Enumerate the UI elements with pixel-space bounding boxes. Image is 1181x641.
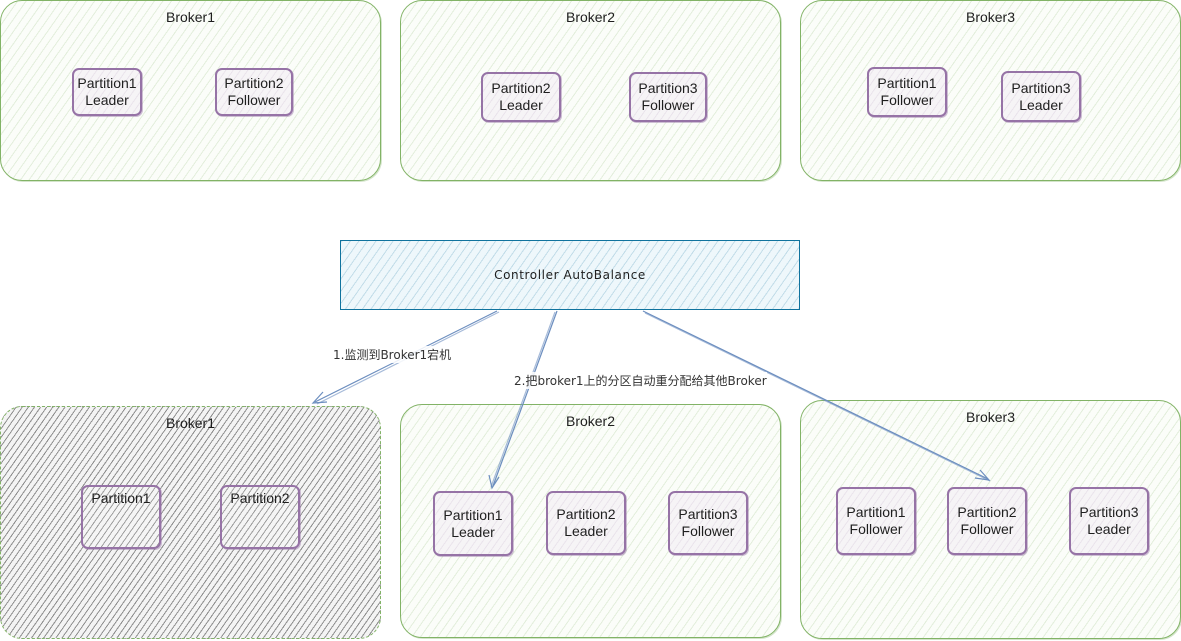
partition-box: Partition3 Leader — [1001, 71, 1081, 122]
partition-name: Partition1 — [443, 506, 503, 523]
broker-title: Broker2 — [565, 9, 616, 25]
partition-role: Leader — [499, 97, 543, 113]
arrowhead — [974, 469, 991, 481]
broker-title: Broker1 — [165, 9, 216, 25]
partition-role: Follower — [641, 97, 695, 113]
controller-autobalance: Controller AutoBalance — [340, 240, 800, 310]
partition-name: Partition2 — [230, 490, 290, 506]
partition-role: Leader — [564, 523, 608, 539]
edge-reassign-broker3 — [642, 310, 989, 480]
partition-role: Follower — [880, 92, 934, 108]
broker1-failed: Broker1 Partition1 Partition2 — [0, 406, 381, 639]
partition-role: Leader — [1087, 521, 1131, 537]
partition-name: Partition3 — [1079, 504, 1139, 520]
broker-title: Broker3 — [965, 9, 1016, 25]
broker3-bottom: Broker3 Partition1 Follower Partition2 F… — [800, 400, 1181, 639]
partition-name: Partition3 — [678, 506, 738, 522]
broker-title: Broker1 — [165, 415, 216, 431]
edge-label-monitor: 1.监测到Broker1宕机 — [333, 346, 452, 363]
broker1-top: Broker1 Partition1 Leader Partition2 Fol… — [0, 0, 381, 181]
partition-name: Partition2 — [224, 75, 284, 91]
partition-role: Leader — [451, 523, 495, 540]
partition-box: Partition1 Leader — [433, 491, 513, 556]
edge-reassign-broker2 — [492, 310, 558, 487]
arrowhead — [311, 391, 328, 404]
partition-name: Partition3 — [1011, 79, 1071, 96]
broker3-top: Broker3 Partition1 Follower Partition3 L… — [800, 0, 1181, 181]
partition-box: Partition2 Leader — [546, 491, 626, 555]
partition-box: Partition2 — [220, 485, 300, 549]
broker-title: Broker2 — [565, 413, 616, 429]
partition-box: Partition1 Follower — [836, 487, 916, 555]
partition-box: Partition1 Leader — [72, 68, 142, 116]
partition-name: Partition2 — [556, 506, 616, 522]
partition-box: Partition3 Follower — [668, 491, 748, 555]
partition-name: Partition2 — [491, 80, 551, 96]
edge-reassign-broker3-sketch — [644, 312, 991, 482]
partition-role: Follower — [849, 521, 903, 537]
partition-box: Partition2 Follower — [947, 487, 1027, 555]
partition-box: Partition2 Follower — [215, 68, 293, 116]
arrowhead — [488, 474, 500, 490]
partition-box: Partition1 — [81, 485, 161, 549]
partition-box: Partition1 Follower — [867, 67, 947, 117]
partition-name: Partition1 — [846, 504, 906, 520]
partition-box: Partition3 Leader — [1069, 487, 1149, 555]
partition-name: Partition1 — [877, 75, 937, 91]
partition-box: Partition2 Leader — [481, 72, 561, 122]
partition-name: Partition1 — [91, 490, 151, 506]
partition-role: Follower — [227, 92, 281, 108]
controller-label: Controller AutoBalance — [494, 268, 646, 282]
partition-role: Follower — [681, 523, 735, 539]
edge-reassign-broker2-sketch — [490, 311, 556, 488]
partition-name: Partition1 — [77, 75, 137, 91]
partition-name: Partition3 — [638, 80, 698, 96]
broker2-top: Broker2 Partition2 Leader Partition3 Fol… — [400, 0, 781, 181]
partition-name: Partition2 — [957, 504, 1017, 520]
broker-title: Broker3 — [965, 409, 1016, 425]
partition-role: Leader — [1019, 96, 1063, 113]
edge-label-reassign: 2.把broker1上的分区自动重分配给其他Broker — [514, 372, 767, 389]
partition-role: Follower — [960, 521, 1014, 537]
partition-role: Leader — [85, 92, 129, 108]
partition-box: Partition3 Follower — [629, 72, 707, 122]
broker2-bottom: Broker2 Partition1 Leader Partition2 Lea… — [400, 404, 781, 638]
